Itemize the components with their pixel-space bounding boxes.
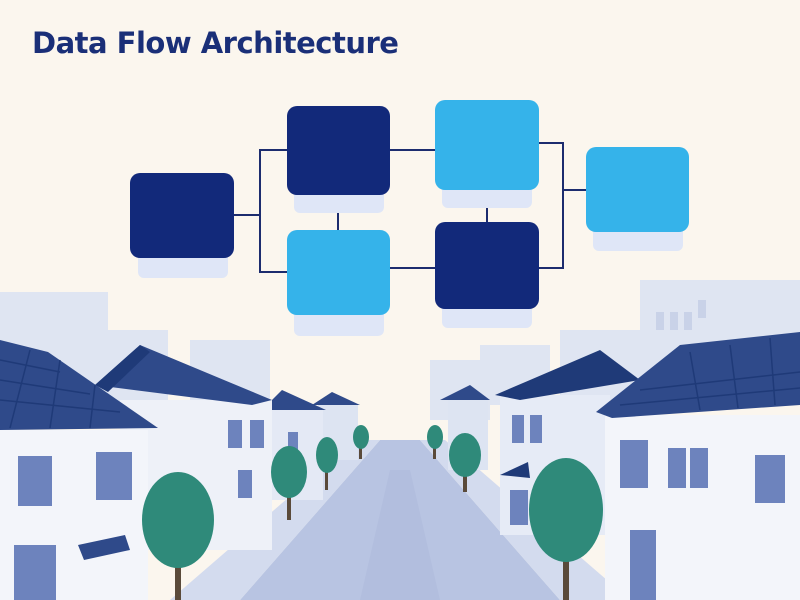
node-source — [130, 173, 234, 258]
node-stage-top-1 — [287, 106, 390, 195]
diagram-nodes — [130, 100, 689, 336]
node-output — [586, 147, 689, 232]
page-title: Data Flow Architecture — [32, 26, 399, 60]
node-stage-bottom-1 — [287, 230, 390, 315]
trees — [142, 425, 603, 600]
node-stage-bottom-2 — [435, 222, 539, 309]
node-stage-top-2 — [435, 100, 539, 190]
diagram-connectors — [234, 142, 586, 273]
skyline-windows — [656, 300, 706, 330]
